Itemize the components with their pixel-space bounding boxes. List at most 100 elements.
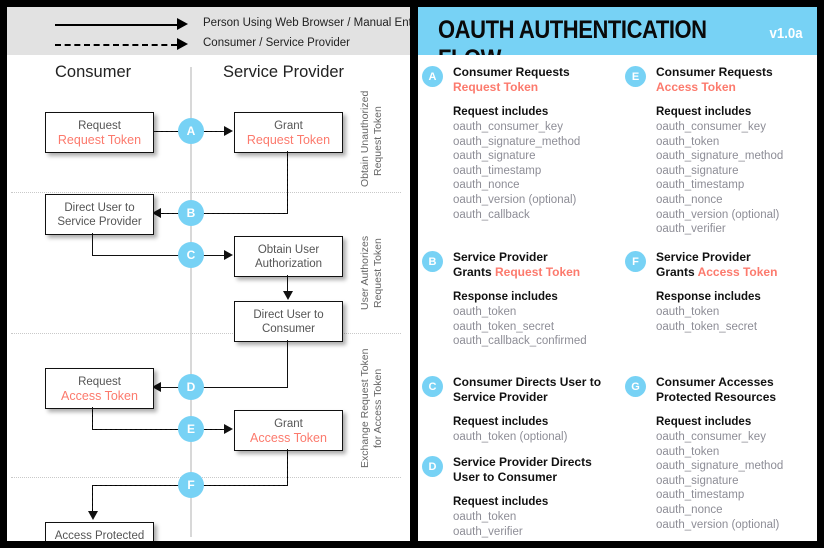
details-panel: A Consumer Requests Request Token Reques… xyxy=(418,55,817,541)
phase-divider xyxy=(11,192,401,193)
detail-param: oauth_signature_method xyxy=(453,135,581,148)
detail-heading: Consumer Requests Access Token xyxy=(656,65,817,94)
detail-param: oauth_signature_method xyxy=(656,150,784,163)
edge-d-horizontal xyxy=(159,387,288,388)
detail-subheading: Request includes xyxy=(656,416,752,428)
heading-line-2: User to Consumer xyxy=(453,469,558,484)
heading-line-1: Service Provider xyxy=(453,250,548,264)
detail-param: oauth_token (optional) xyxy=(453,431,568,443)
badge-a: A xyxy=(422,66,443,87)
phase-label-user-authorizes: User Authorizes Request Token xyxy=(359,235,384,311)
detail-param: oauth_token xyxy=(656,306,720,318)
phase-divider xyxy=(11,477,401,478)
marker-e[interactable]: E xyxy=(178,416,204,442)
detail-param: oauth_token xyxy=(453,306,517,318)
detail-param: oauth_version (optional) xyxy=(656,208,780,221)
detail-param: oauth_token_secret xyxy=(453,320,555,333)
badge-c: C xyxy=(422,376,443,397)
heading-line-1: Consumer Accesses xyxy=(656,375,774,389)
edge-b-vertical xyxy=(287,151,288,214)
node-line-2: Authorization xyxy=(254,257,323,270)
detail-subheading: Request includes xyxy=(453,496,549,508)
arrow-head-icon xyxy=(283,291,293,300)
detail-param: oauth_timestamp xyxy=(656,489,745,502)
detail-param: oauth_nonce xyxy=(453,179,520,192)
detail-param: oauth_verifier xyxy=(656,223,726,236)
node-access-protected-resources: Access Protected Resources xyxy=(45,522,154,541)
marker-b[interactable]: B xyxy=(178,200,204,226)
arrow-head-icon xyxy=(152,208,161,218)
flow-diagram: Consumer Service Provider Obtain Unautho… xyxy=(7,55,410,541)
detail-param: oauth_consumer_key xyxy=(656,431,766,443)
detail-param: oauth_token xyxy=(453,511,517,523)
badge-f: F xyxy=(625,251,646,272)
panel-divider xyxy=(410,7,418,541)
badge-b: B xyxy=(422,251,443,272)
detail-heading: Consumer Directs User to Service Provide… xyxy=(453,375,618,404)
heading-line-2: Grants Request Token xyxy=(453,264,581,279)
heading-line-1: Consumer Requests xyxy=(656,65,773,79)
detail-heading: Service Provider Grants Access Token xyxy=(656,250,817,279)
legend-label-dashed: Consumer / Service Provider xyxy=(203,37,350,49)
detail-heading: Consumer Requests Request Token xyxy=(453,65,618,94)
detail-param: oauth_signature xyxy=(656,164,739,177)
detail-subheading: Response includes xyxy=(453,291,558,303)
arrow-head-icon xyxy=(152,382,161,392)
edge-auth-to-redirect xyxy=(287,275,288,293)
detail-param: oauth_signature xyxy=(453,150,536,163)
detail-param-list: oauth_token oauth_token_secret xyxy=(656,305,817,334)
heading-line-1: Consumer Requests xyxy=(453,65,570,79)
detail-param: oauth_token_secret xyxy=(656,320,758,333)
detail-param: oauth_callback xyxy=(453,208,530,221)
detail-heading: Service Provider Grants Request Token xyxy=(453,250,618,279)
marker-a[interactable]: A xyxy=(178,118,204,144)
heading-line-2: Access Token xyxy=(656,79,736,94)
phase-label-exchange-request-token: Exchange Request Token for Access Token xyxy=(359,348,384,468)
node-line-1: Request xyxy=(78,375,121,388)
center-spine xyxy=(190,67,192,537)
edge-e-horizontal xyxy=(92,429,225,430)
phase-divider xyxy=(11,333,401,334)
arrow-head-icon xyxy=(177,18,188,30)
detail-param-list: oauth_consumer_key oauth_signature_method… xyxy=(453,120,618,222)
heading-line-2: Service Provider xyxy=(453,389,548,404)
legend: Person Using Web Browser / Manual Entry … xyxy=(7,7,421,55)
marker-d[interactable]: D xyxy=(178,374,204,400)
detail-heading: Consumer Accesses Protected Resources xyxy=(656,375,817,404)
edge-d-vertical xyxy=(287,340,288,388)
node-line-1: Direct User to xyxy=(64,201,135,214)
node-line-2: Consumer xyxy=(261,322,316,335)
node-line-2: Request Token xyxy=(246,132,331,147)
arrow-head-icon xyxy=(224,250,233,260)
node-line-2: Access Token xyxy=(250,430,327,445)
marker-c[interactable]: C xyxy=(178,242,204,268)
detail-subheading: Request includes xyxy=(453,416,549,428)
heading-line-1: Service Provider Directs xyxy=(453,455,592,469)
detail-block-f: F Service Provider Grants Access Token R… xyxy=(625,250,817,334)
edge-b-horizontal xyxy=(159,213,288,214)
version-label: v1.0a xyxy=(769,25,803,42)
node-request-access-token: Request Access Token xyxy=(45,368,154,409)
node-grant-request-token: Grant Request Token xyxy=(234,112,343,153)
marker-f[interactable]: F xyxy=(178,472,204,498)
node-line-1: Request xyxy=(78,119,121,132)
solid-line-sample xyxy=(55,24,177,26)
legend-label-solid: Person Using Web Browser / Manual Entry xyxy=(203,17,422,29)
node-line-2: Request Token xyxy=(57,132,142,147)
column-header-consumer: Consumer xyxy=(55,63,132,81)
badge-e: E xyxy=(625,66,646,87)
detail-block-e: E Consumer Requests Access Token Request… xyxy=(625,65,817,237)
detail-subheading: Response includes xyxy=(656,291,761,303)
poster-canvas: Person Using Web Browser / Manual Entry … xyxy=(7,7,817,541)
detail-param: oauth_nonce xyxy=(656,503,723,516)
node-line-1: Access Protected xyxy=(54,529,145,542)
detail-param: oauth_consumer_key xyxy=(453,121,563,133)
phase-label-obtain-unauthorized: Obtain Unauthorized Request Token xyxy=(359,90,384,187)
edge-c-vertical xyxy=(92,233,93,256)
detail-param: oauth_consumer_key xyxy=(656,121,766,133)
detail-block-d: D Service Provider Directs User to Consu… xyxy=(422,455,618,539)
detail-param-list: oauth_token (optional) xyxy=(453,430,618,445)
detail-param: oauth_token xyxy=(656,135,720,148)
